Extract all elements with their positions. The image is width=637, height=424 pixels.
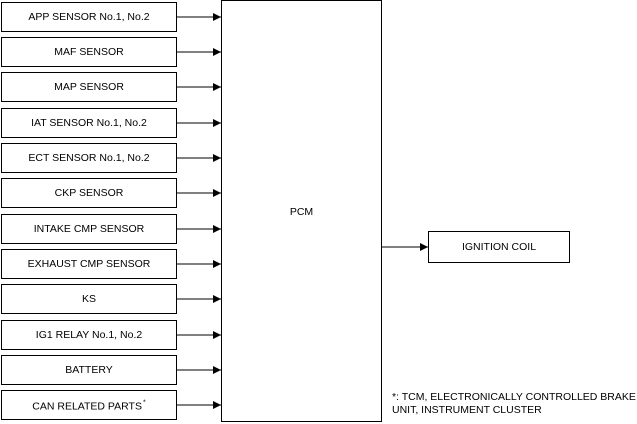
pcm-box: PCM <box>221 0 382 422</box>
input-box-exhaust-cmp-sensor: EXHAUST CMP SENSOR <box>1 249 177 279</box>
input-label: EXHAUST CMP SENSOR <box>27 258 151 270</box>
input-box-intake-cmp-sensor: INTAKE CMP SENSOR <box>1 214 177 244</box>
input-label: IG1 RELAY No.1, No.2 <box>35 329 143 341</box>
input-label: CAN RELATED PARTS <box>32 400 142 413</box>
input-label: ECT SENSOR No.1, No.2 <box>28 152 150 164</box>
input-label: INTAKE CMP SENSOR <box>33 223 145 235</box>
input-label: IAT SENSOR No.1, No.2 <box>31 117 147 129</box>
input-box-iat-sensor: IAT SENSOR No.1, No.2 <box>1 108 177 138</box>
pcm-label: PCM <box>289 206 314 218</box>
input-box-can-related-parts: CAN RELATED PARTS* <box>1 390 177 420</box>
ignition-coil-label: IGNITION COIL <box>461 241 537 253</box>
input-box-app-sensor: APP SENSOR No.1, No.2 <box>1 2 177 32</box>
input-label: BATTERY <box>65 364 113 376</box>
input-label: MAP SENSOR <box>54 81 124 93</box>
input-label: APP SENSOR No.1, No.2 <box>28 11 150 23</box>
input-box-ig1-relay: IG1 RELAY No.1, No.2 <box>1 320 177 350</box>
ignition-coil-box: IGNITION COIL <box>428 231 570 263</box>
input-label-wrap: CAN RELATED PARTS* <box>2 398 176 413</box>
input-box-maf-sensor: MAF SENSOR <box>1 37 177 67</box>
input-box-ect-sensor: ECT SENSOR No.1, No.2 <box>1 143 177 173</box>
input-label: KS <box>81 293 96 305</box>
input-label: MAF SENSOR <box>54 46 124 58</box>
input-box-ks: KS <box>1 284 177 314</box>
input-box-battery: BATTERY <box>1 355 177 385</box>
input-box-ckp-sensor: CKP SENSOR <box>1 178 177 208</box>
footnote-marker: * <box>142 399 146 407</box>
input-box-map-sensor: MAP SENSOR <box>1 72 177 102</box>
footnote-text: *: TCM, ELECTRONICALLY CONTROLLED BRAKE … <box>392 391 636 416</box>
input-label: CKP SENSOR <box>54 187 124 199</box>
